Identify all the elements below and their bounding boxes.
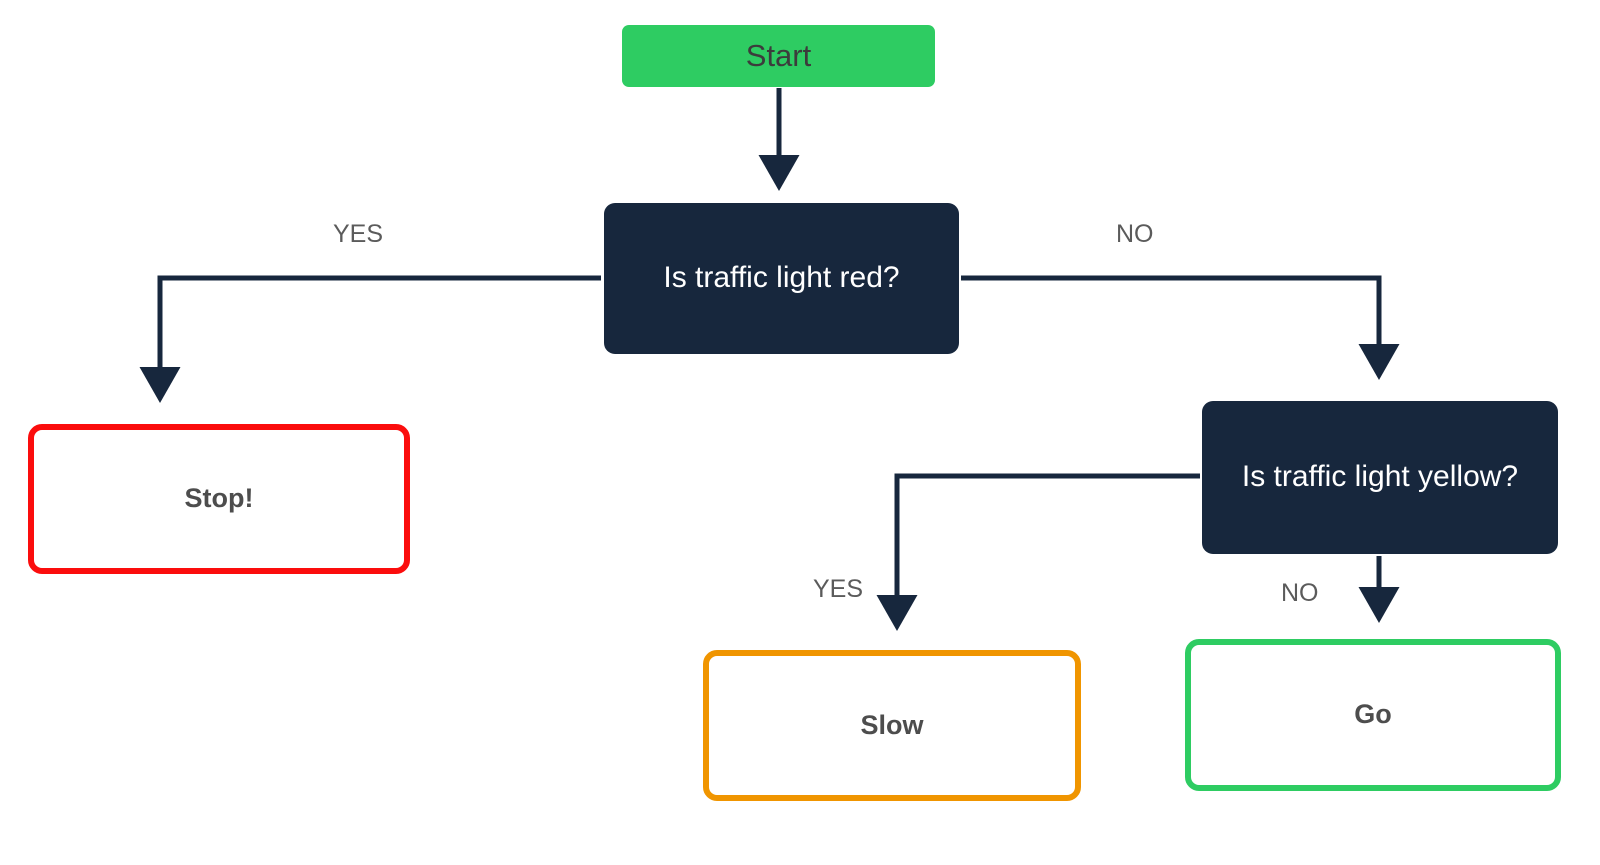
node-start-label: Start (745, 38, 812, 74)
node-outcome-go[interactable]: Go (1185, 639, 1561, 791)
edge-decision-red-no (961, 275, 1400, 381)
edge-label-red-no: NO (1116, 220, 1154, 248)
edge-label-yellow-yes: YES (813, 575, 864, 603)
node-decision-is-traffic-light-red[interactable]: Is traffic light red? (604, 203, 959, 354)
node-start[interactable]: Start (622, 25, 935, 87)
node-outcome-slow-label: Slow (860, 709, 924, 740)
node-decision-is-traffic-light-yellow[interactable]: Is traffic light yellow? (1202, 401, 1558, 554)
node-outcome-slow[interactable]: Slow (703, 650, 1081, 801)
node-decision-yellow-label: Is traffic light yellow? (1241, 460, 1519, 494)
node-outcome-stop-label: Stop! (184, 483, 254, 514)
node-outcome-go-label: Go (1354, 699, 1392, 730)
node-decision-red-label: Is traffic light red? (663, 261, 900, 295)
edge-label-red-yes: YES (333, 220, 384, 248)
edge-decision-red-yes (139, 275, 601, 404)
edge-label-yellow-no: NO (1281, 579, 1319, 607)
node-outcome-stop[interactable]: Stop! (28, 424, 410, 574)
edge-decision-yellow-yes (876, 473, 1200, 632)
